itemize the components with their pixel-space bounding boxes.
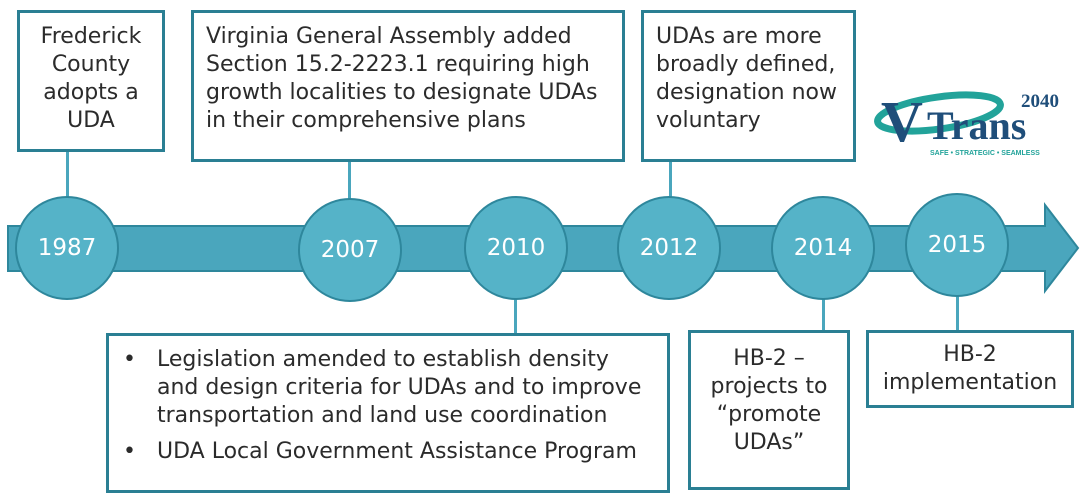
logo-letter: V [881,89,923,154]
year-node-1987: 1987 [15,196,119,300]
logo-swoosh [874,91,1004,135]
connector-2014 [822,298,825,331]
connector-1987 [66,150,69,198]
event-text: Virginia General Assembly added Section … [206,24,598,133]
year-node-2007: 2007 [298,198,402,302]
year-node-2015: 2015 [905,193,1009,297]
logo-word: Trans [927,103,1026,148]
year-label: 1987 [37,235,97,261]
year-node-2012: 2012 [617,196,721,300]
year-node-2010: 2010 [464,196,568,300]
event-text: HB-2 implementation [882,342,1058,395]
logo-year: 2040 [1021,91,1059,112]
event-text: Frederick County adopts a UDA [40,24,142,133]
connector-2012 [669,161,672,199]
year-label: 2010 [486,235,546,261]
connector-2007 [348,161,351,199]
event-box-1987: Frederick County adopts a UDA [17,10,165,152]
year-label: 2014 [793,235,853,261]
year-label: 2012 [639,235,699,261]
event-text: UDAs are more broadly defined, designati… [656,24,837,133]
year-node-2014: 2014 [771,196,875,300]
event-text: HB-2 – projects to “promote UDAs” [710,346,828,455]
event-box-2014: HB-2 – projects to “promote UDAs” [688,330,850,490]
event-bullet: Legislation amended to establish density… [113,346,657,430]
year-label: 2007 [320,237,380,263]
event-box-2012: UDAs are more broadly defined, designati… [641,10,856,162]
event-box-2015: HB-2 implementation [866,330,1074,408]
vtrans-logo: V Trans 2040 SAFE • STRATEGIC • SEAMLESS [874,89,1059,157]
connector-2010 [514,298,517,334]
year-label: 2015 [927,232,987,258]
event-bullet: UDA Local Government Assistance Program [113,438,657,466]
logo-tagline: SAFE • STRATEGIC • SEAMLESS [930,150,1040,157]
event-bullet-list: Legislation amended to establish density… [113,346,657,466]
event-box-2007: Virginia General Assembly added Section … [191,10,625,162]
connector-2015 [956,293,959,331]
event-box-2010: Legislation amended to establish density… [106,333,670,493]
